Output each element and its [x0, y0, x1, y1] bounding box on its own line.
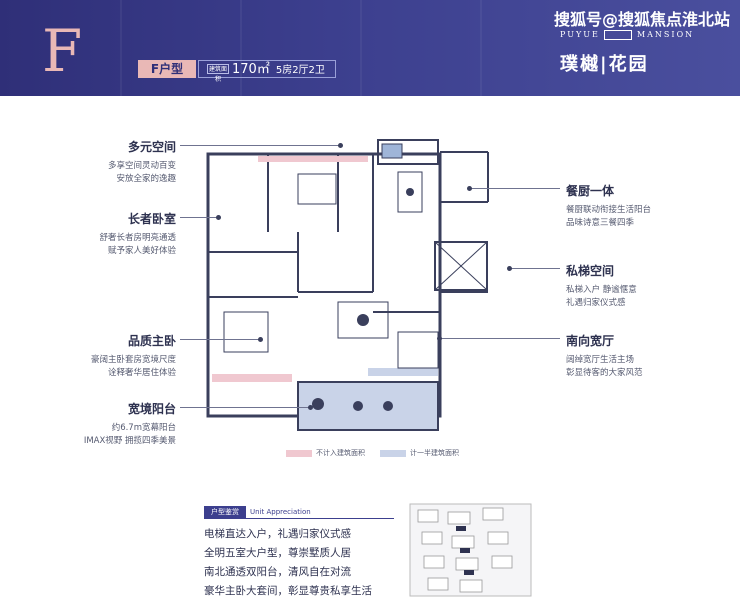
label-kitchen: 餐厨一体 餐厨联动衔接生活阳台 品味诗意三餐四季 — [566, 184, 652, 228]
connector-dot — [258, 337, 263, 342]
brand-logo: PUYUE MANSION 璞樾|花园 — [560, 30, 694, 76]
room-count: 5房2厅2卫 — [275, 65, 325, 76]
area-tag: 建筑面积 — [207, 64, 229, 83]
connector-elder — [180, 217, 218, 218]
brand-cn: 璞樾|花园 — [560, 54, 649, 75]
connector-dot — [467, 186, 472, 191]
feature-2: 全明五室大户型，尊崇墅质人居 — [204, 547, 351, 559]
brand-en-left: PUYUE — [560, 30, 600, 39]
label-balcony: 宽境阳台 约6.7m宽幕阳台 IMAX视野 拥揽四季美景 — [83, 402, 176, 446]
legend-half: 计一半建筑面积 — [380, 448, 459, 458]
connector-balcony — [180, 407, 310, 408]
label-multi-space: 多元空间 多享空间灵动百变 安放全家的逸趣 — [107, 140, 176, 184]
feature-1: 电梯直达入户，礼遇归家仪式感 — [204, 528, 351, 540]
unit-letter: F — [42, 17, 83, 85]
brand-en-right: MANSION — [636, 30, 695, 39]
connector-dot — [437, 336, 442, 341]
connector-dot — [308, 405, 313, 410]
connector-dot — [216, 215, 221, 220]
area-value: 170㎡ — [232, 62, 270, 77]
header-banner: F F户型 建筑面积170㎡ 5房2厅2卫 PUYUE MANSION 璞樾|花园… — [0, 0, 740, 96]
connector-dot — [507, 266, 512, 271]
connector-master — [180, 339, 260, 340]
feature-4: 豪华主卧大套间，彰显尊贵私享生活 — [204, 585, 372, 597]
label-elevator: 私梯空间 私梯入户 静谧惬意 礼遇归家仪式感 — [566, 264, 637, 308]
site-minimap — [409, 503, 532, 597]
feature-3: 南北通透双阳台，清风自在对流 — [204, 566, 351, 578]
watermark: 搜狐号@搜狐焦点淮北站 — [553, 10, 730, 29]
area-info: 建筑面积170㎡ 5房2厅2卫 — [198, 60, 336, 83]
unit-type-badge: F户型 — [138, 60, 196, 78]
connector-dot — [338, 143, 343, 148]
label-living: 南向宽厅 阔绰宽厅生活主场 彰显待客的大家风范 — [566, 334, 643, 378]
connector-multi-space — [180, 145, 340, 146]
legend-excluded: 不计入建筑面积 — [286, 448, 365, 458]
appreciation-header: 户型鉴赏 Unit Appreciation — [204, 506, 394, 519]
connector-kitchen — [470, 188, 560, 189]
label-master-bedroom: 品质主卧 豪阔主卧套房宽境尺度 诠释奢华居住体验 — [90, 334, 176, 378]
label-elder-bedroom: 长者卧室 舒奢长者房明亮通透 赋予家人美好体验 — [99, 212, 176, 256]
connector-living — [440, 338, 560, 339]
floor-plan — [206, 139, 489, 431]
connector-elevator — [510, 268, 560, 269]
